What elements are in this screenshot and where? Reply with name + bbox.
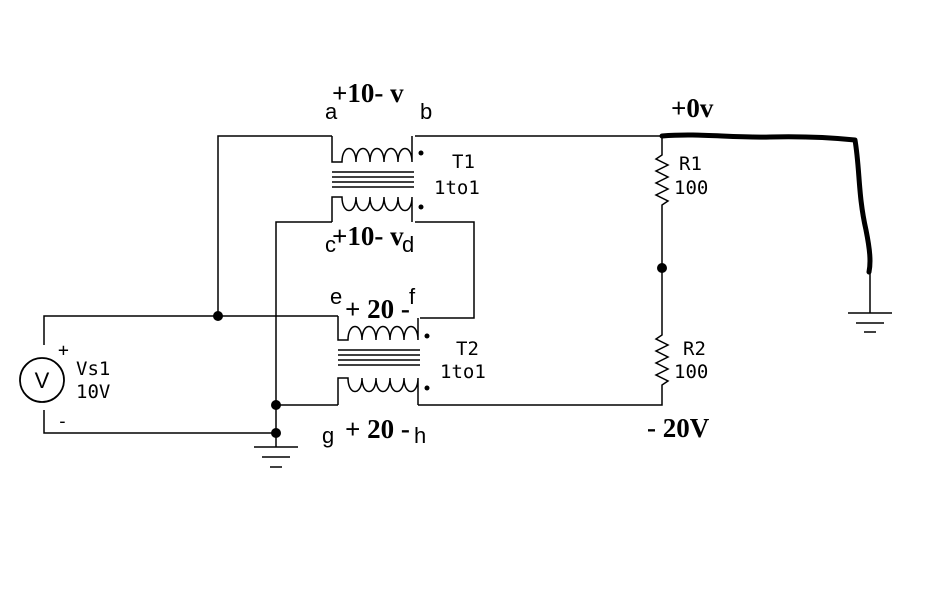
annotation-t1-secondary: +10- v [332, 221, 404, 251]
r2-value-label: 100 [674, 361, 708, 383]
junction-dot [271, 428, 281, 438]
r2-ref-label: R2 [683, 338, 706, 360]
ground-symbol-left [254, 446, 298, 468]
annotation-bottom-node: - 20V [647, 413, 710, 443]
terminal-b: b [420, 99, 432, 124]
voltage-source-value: 10V [76, 381, 110, 403]
t1-polarity-dot [418, 150, 424, 156]
terminal-g: g [322, 423, 334, 448]
transformer-t2 [337, 316, 430, 405]
terminal-h: h [414, 423, 426, 448]
r1-ref-label: R1 [679, 153, 702, 175]
junction-dots [213, 263, 667, 438]
terminal-d: d [402, 232, 414, 257]
wire-d-to-f [415, 221, 475, 319]
terminal-e: e [330, 284, 342, 309]
wire-source-plus-to-e [43, 315, 338, 345]
t2-secondary-coil [337, 377, 419, 405]
wire-c-to-g [275, 221, 332, 433]
t1-polarity-dot [418, 204, 424, 210]
t2-ref-label: T2 [456, 338, 479, 360]
voltage-source-plus-sign: + [58, 340, 69, 361]
voltage-source-ref: Vs1 [76, 358, 110, 380]
wire-a-to-junction [217, 135, 332, 316]
ground-symbol-right [848, 312, 892, 333]
t1-ref-label: T1 [452, 151, 475, 173]
transformer-t1 [331, 136, 424, 222]
junction-dot [213, 311, 223, 321]
voltage-source-symbol: V [35, 368, 50, 393]
annotation-t1-primary: +10- v [332, 78, 404, 108]
t1-secondary-coil [331, 196, 413, 222]
terminal-f: f [409, 284, 416, 309]
t2-polarity-dot [424, 385, 430, 391]
wires [43, 135, 871, 447]
wire-b-to-r1 [415, 135, 663, 150]
resistor-r2 [654, 330, 670, 390]
voltage-source-circle [19, 357, 65, 403]
junction-dot [657, 263, 667, 273]
resistor-r1 [654, 150, 670, 208]
terminal-a: a [325, 99, 338, 124]
wire-source-minus-to-ground [43, 410, 276, 434]
hand-drawn-ground-wire [659, 132, 873, 275]
voltage-source-vs1: V + - Vs1 10V [19, 340, 110, 432]
junction-dot [271, 400, 281, 410]
annotation-t2-secondary: + 20 - [345, 414, 410, 444]
annotation-top-node: +0v [671, 93, 714, 123]
r1-value-label: 100 [674, 177, 708, 199]
t2-polarity-dot [424, 333, 430, 339]
t2-ratio-label: 1to1 [440, 361, 486, 383]
voltage-source-minus-sign: - [57, 411, 68, 432]
annotation-t2-primary: + 20 - [345, 294, 410, 324]
terminal-c: c [325, 232, 336, 257]
t2-primary-coil [337, 316, 419, 341]
wire-r2-to-h [418, 390, 663, 406]
t1-ratio-label: 1to1 [434, 177, 480, 199]
t1-primary-coil [331, 136, 413, 163]
